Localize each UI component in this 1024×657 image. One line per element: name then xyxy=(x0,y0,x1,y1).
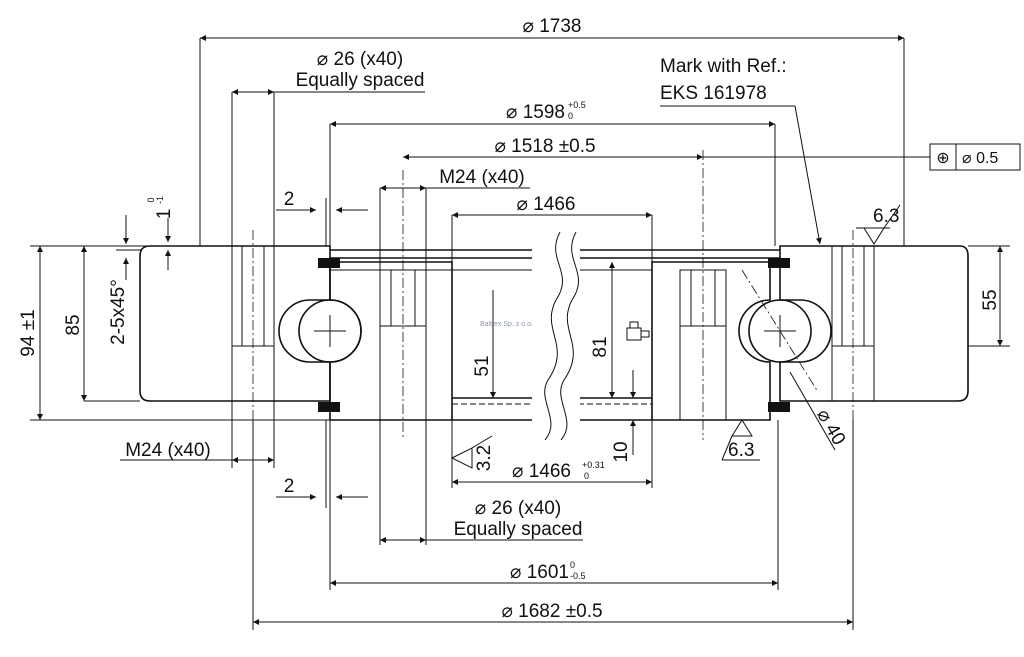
dim-94: 94 ±1 xyxy=(18,309,39,356)
dim-1598-tol-upper: +0.5 xyxy=(568,100,586,110)
dim-2-bottom: 2 xyxy=(284,476,295,497)
dim-1: 1 xyxy=(154,209,175,220)
roughness-3-2: 3.2 xyxy=(474,445,495,471)
dim-1466-bottom: ⌀ 1466 xyxy=(512,461,571,482)
dim-holes-top: ⌀ 26 (x40) xyxy=(317,49,403,70)
dim-55: 55 xyxy=(980,289,1001,310)
right-outer-ring xyxy=(779,230,969,420)
dim-1-tol-upper: 0 xyxy=(146,197,156,202)
center-section: Balttex Sp. z o.o. xyxy=(318,231,790,441)
roughness-bottom: 6.3 xyxy=(728,440,754,461)
dim-85: 85 xyxy=(63,314,84,335)
dimension-labels: ⌀ 1738 ⌀ 26 (x40) Equally spaced Mark wi… xyxy=(18,16,1001,622)
right-inner-ring xyxy=(651,150,771,440)
tolerance-value: ⌀ 0.5 xyxy=(962,150,998,167)
equally-spaced-bottom: Equally spaced xyxy=(454,519,583,540)
seal-bottom-right xyxy=(768,402,790,412)
break-line-left xyxy=(544,231,563,441)
watermark: Balttex Sp. z o.o. xyxy=(480,321,533,328)
tolerance-frame: ⊕ ⌀ 0.5 xyxy=(929,143,1021,171)
dim-51: 51 xyxy=(472,355,493,376)
dim-1466-top: ⌀ 1466 xyxy=(517,194,576,215)
ball-right xyxy=(741,269,819,393)
dim-m24-bottom: M24 (x40) xyxy=(125,440,211,461)
dim-1-tol-lower: -1 xyxy=(155,196,165,204)
seal-top-left xyxy=(318,258,340,268)
dim-1682: ⌀ 1682 ±0.5 xyxy=(501,601,602,622)
dim-1466-tol-lower: 0 xyxy=(584,471,589,481)
dimension-lines xyxy=(30,35,1010,630)
dim-1601-tol-lower: -0.5 xyxy=(570,571,586,581)
dim-1598-tol-lower: 0 xyxy=(568,111,573,121)
dim-holes-bottom: ⌀ 26 (x40) xyxy=(475,498,561,519)
dim-ball-40: ⌀ 40 xyxy=(812,406,849,449)
mark-note-line2: EKS 161978 xyxy=(660,83,767,104)
dim-2-top: 2 xyxy=(284,189,295,210)
dim-1598: ⌀ 1598 xyxy=(506,102,565,123)
dim-1518: ⌀ 1518 ±0.5 xyxy=(494,136,595,157)
dim-1601-tol-upper: 0 xyxy=(570,560,575,570)
break-line-right xyxy=(560,231,579,441)
position-tolerance-icon: ⊕ xyxy=(936,150,949,167)
left-outer-ring xyxy=(139,230,331,420)
roughness-symbols xyxy=(450,204,901,469)
roughness-top: 6.3 xyxy=(873,206,899,227)
dim-1601: ⌀ 1601 xyxy=(510,562,569,583)
dim-10: 10 xyxy=(611,441,632,462)
seal-top-right xyxy=(768,258,790,268)
mark-note-line1: Mark with Ref.: xyxy=(660,56,787,77)
equally-spaced-top: Equally spaced xyxy=(296,70,425,91)
dim-1466-tol-upper: +0.31 xyxy=(582,460,605,470)
dim-81: 81 xyxy=(590,336,611,357)
dim-chamfer: 2-5x45° xyxy=(108,279,129,345)
dim-m24-top: M24 (x40) xyxy=(439,167,525,188)
grease-nipple-icon xyxy=(626,321,650,341)
seal-bottom-left xyxy=(318,402,340,412)
ball-left xyxy=(298,299,362,363)
dim-1738: ⌀ 1738 xyxy=(523,16,582,37)
